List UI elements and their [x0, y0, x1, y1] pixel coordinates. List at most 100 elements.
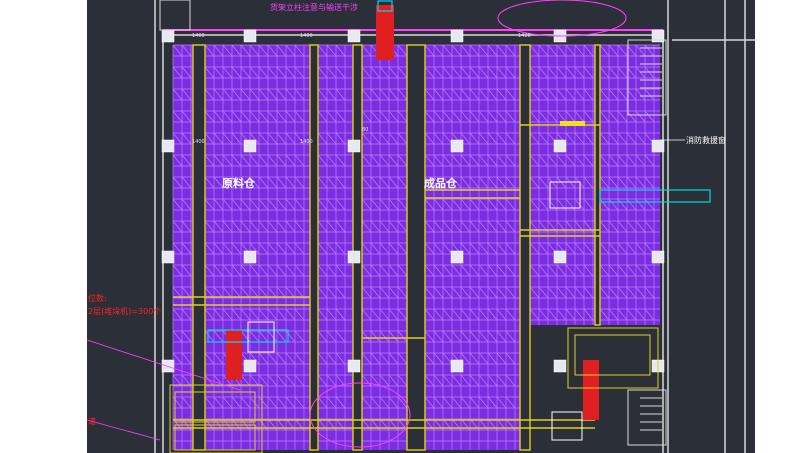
rack-brace [451, 220, 462, 233]
rack-brace [258, 110, 269, 123]
rack-brace [433, 44, 444, 57]
rack-brace [181, 264, 192, 277]
rack-brace [370, 66, 381, 79]
rack-brace [460, 154, 471, 167]
rack-brace [496, 44, 507, 57]
rack-brace [204, 242, 215, 255]
rack-brace [460, 330, 471, 343]
rack-brace [397, 308, 408, 321]
rack-brace [547, 264, 558, 277]
rack-brace [267, 220, 278, 233]
rack-brace [617, 176, 628, 189]
rack-brace [388, 66, 399, 79]
rack-brace [635, 88, 646, 101]
rack-brace [240, 396, 251, 409]
dim-1400-c: 1400 [192, 139, 205, 145]
rack-brace [505, 352, 516, 365]
transfer-car-3 [551, 411, 583, 441]
rack-brace [496, 154, 507, 167]
rack-brace [424, 154, 435, 167]
rack-brace [335, 220, 346, 233]
rack-brace [556, 88, 567, 101]
rack-brace [172, 44, 183, 57]
rack-brace [397, 110, 408, 123]
rack-brace [181, 132, 192, 145]
rack-brace [626, 242, 637, 255]
rack-brace [397, 286, 408, 299]
rack-brace [565, 110, 576, 123]
rack-brace [433, 330, 444, 343]
rack-brace [583, 176, 594, 189]
rack-brace [424, 330, 435, 343]
rack-brace [361, 88, 372, 101]
rack-brace [574, 44, 585, 57]
rack-brace [451, 264, 462, 277]
rack-brace [285, 110, 296, 123]
rack-brace [397, 242, 408, 255]
rack-brace [379, 110, 390, 123]
rack-brace [451, 330, 462, 343]
rack-brace [608, 44, 619, 57]
rack-brace [599, 154, 610, 167]
rack-brace [433, 154, 444, 167]
rack-brace [478, 330, 489, 343]
rack-brace [460, 242, 471, 255]
cloud-top [497, 0, 627, 37]
rack-brace [478, 176, 489, 189]
rack-brace [172, 66, 183, 79]
rack-brace [326, 110, 337, 123]
rack-brace [258, 396, 269, 409]
rack-brace [231, 132, 242, 145]
rack-brace [460, 220, 471, 233]
rack-brace [213, 110, 224, 123]
rack-brace [181, 286, 192, 299]
structural-column [651, 139, 665, 153]
rack-brace [267, 88, 278, 101]
rack-brace [388, 110, 399, 123]
rack-brace [231, 66, 242, 79]
rack-brace [379, 374, 390, 387]
rack-brace [574, 308, 585, 321]
rack-brace [294, 330, 305, 343]
rack-brace [583, 242, 594, 255]
rack-brace [172, 176, 183, 189]
rack-brace [487, 330, 498, 343]
rack-brace [379, 264, 390, 277]
rack-brace [424, 264, 435, 277]
rack-brace [496, 88, 507, 101]
structural-column [553, 139, 567, 153]
structural-column [347, 250, 361, 264]
rack-brace [317, 132, 328, 145]
rack-brace [172, 132, 183, 145]
rack-brace [249, 220, 260, 233]
rack-brace [285, 88, 296, 101]
rack-brace [249, 176, 260, 189]
rack-brace [644, 44, 655, 57]
rack-brace [460, 352, 471, 365]
rack-brace [478, 220, 489, 233]
rack-brace [442, 44, 453, 57]
rack-brace [433, 110, 444, 123]
left-margin [0, 0, 87, 453]
rack-brace [335, 286, 346, 299]
rack-brace [397, 66, 408, 79]
rack-brace [361, 330, 372, 343]
rack-brace [294, 220, 305, 233]
rack-brace [496, 198, 507, 211]
rack-brace [294, 198, 305, 211]
rack-brace [608, 132, 619, 145]
rack-brace [397, 352, 408, 365]
rack-brace [599, 264, 610, 277]
rack-brace [361, 66, 372, 79]
rack-brace [469, 154, 480, 167]
rack-brace [361, 110, 372, 123]
rack-brace [258, 242, 269, 255]
rack-brace [397, 88, 408, 101]
rack-brace [326, 88, 337, 101]
rack-brace [424, 220, 435, 233]
rack-brace [505, 44, 516, 57]
rack-brace [478, 88, 489, 101]
rack-brace [556, 154, 567, 167]
structural-column [553, 359, 567, 373]
rack-brace [267, 44, 278, 57]
